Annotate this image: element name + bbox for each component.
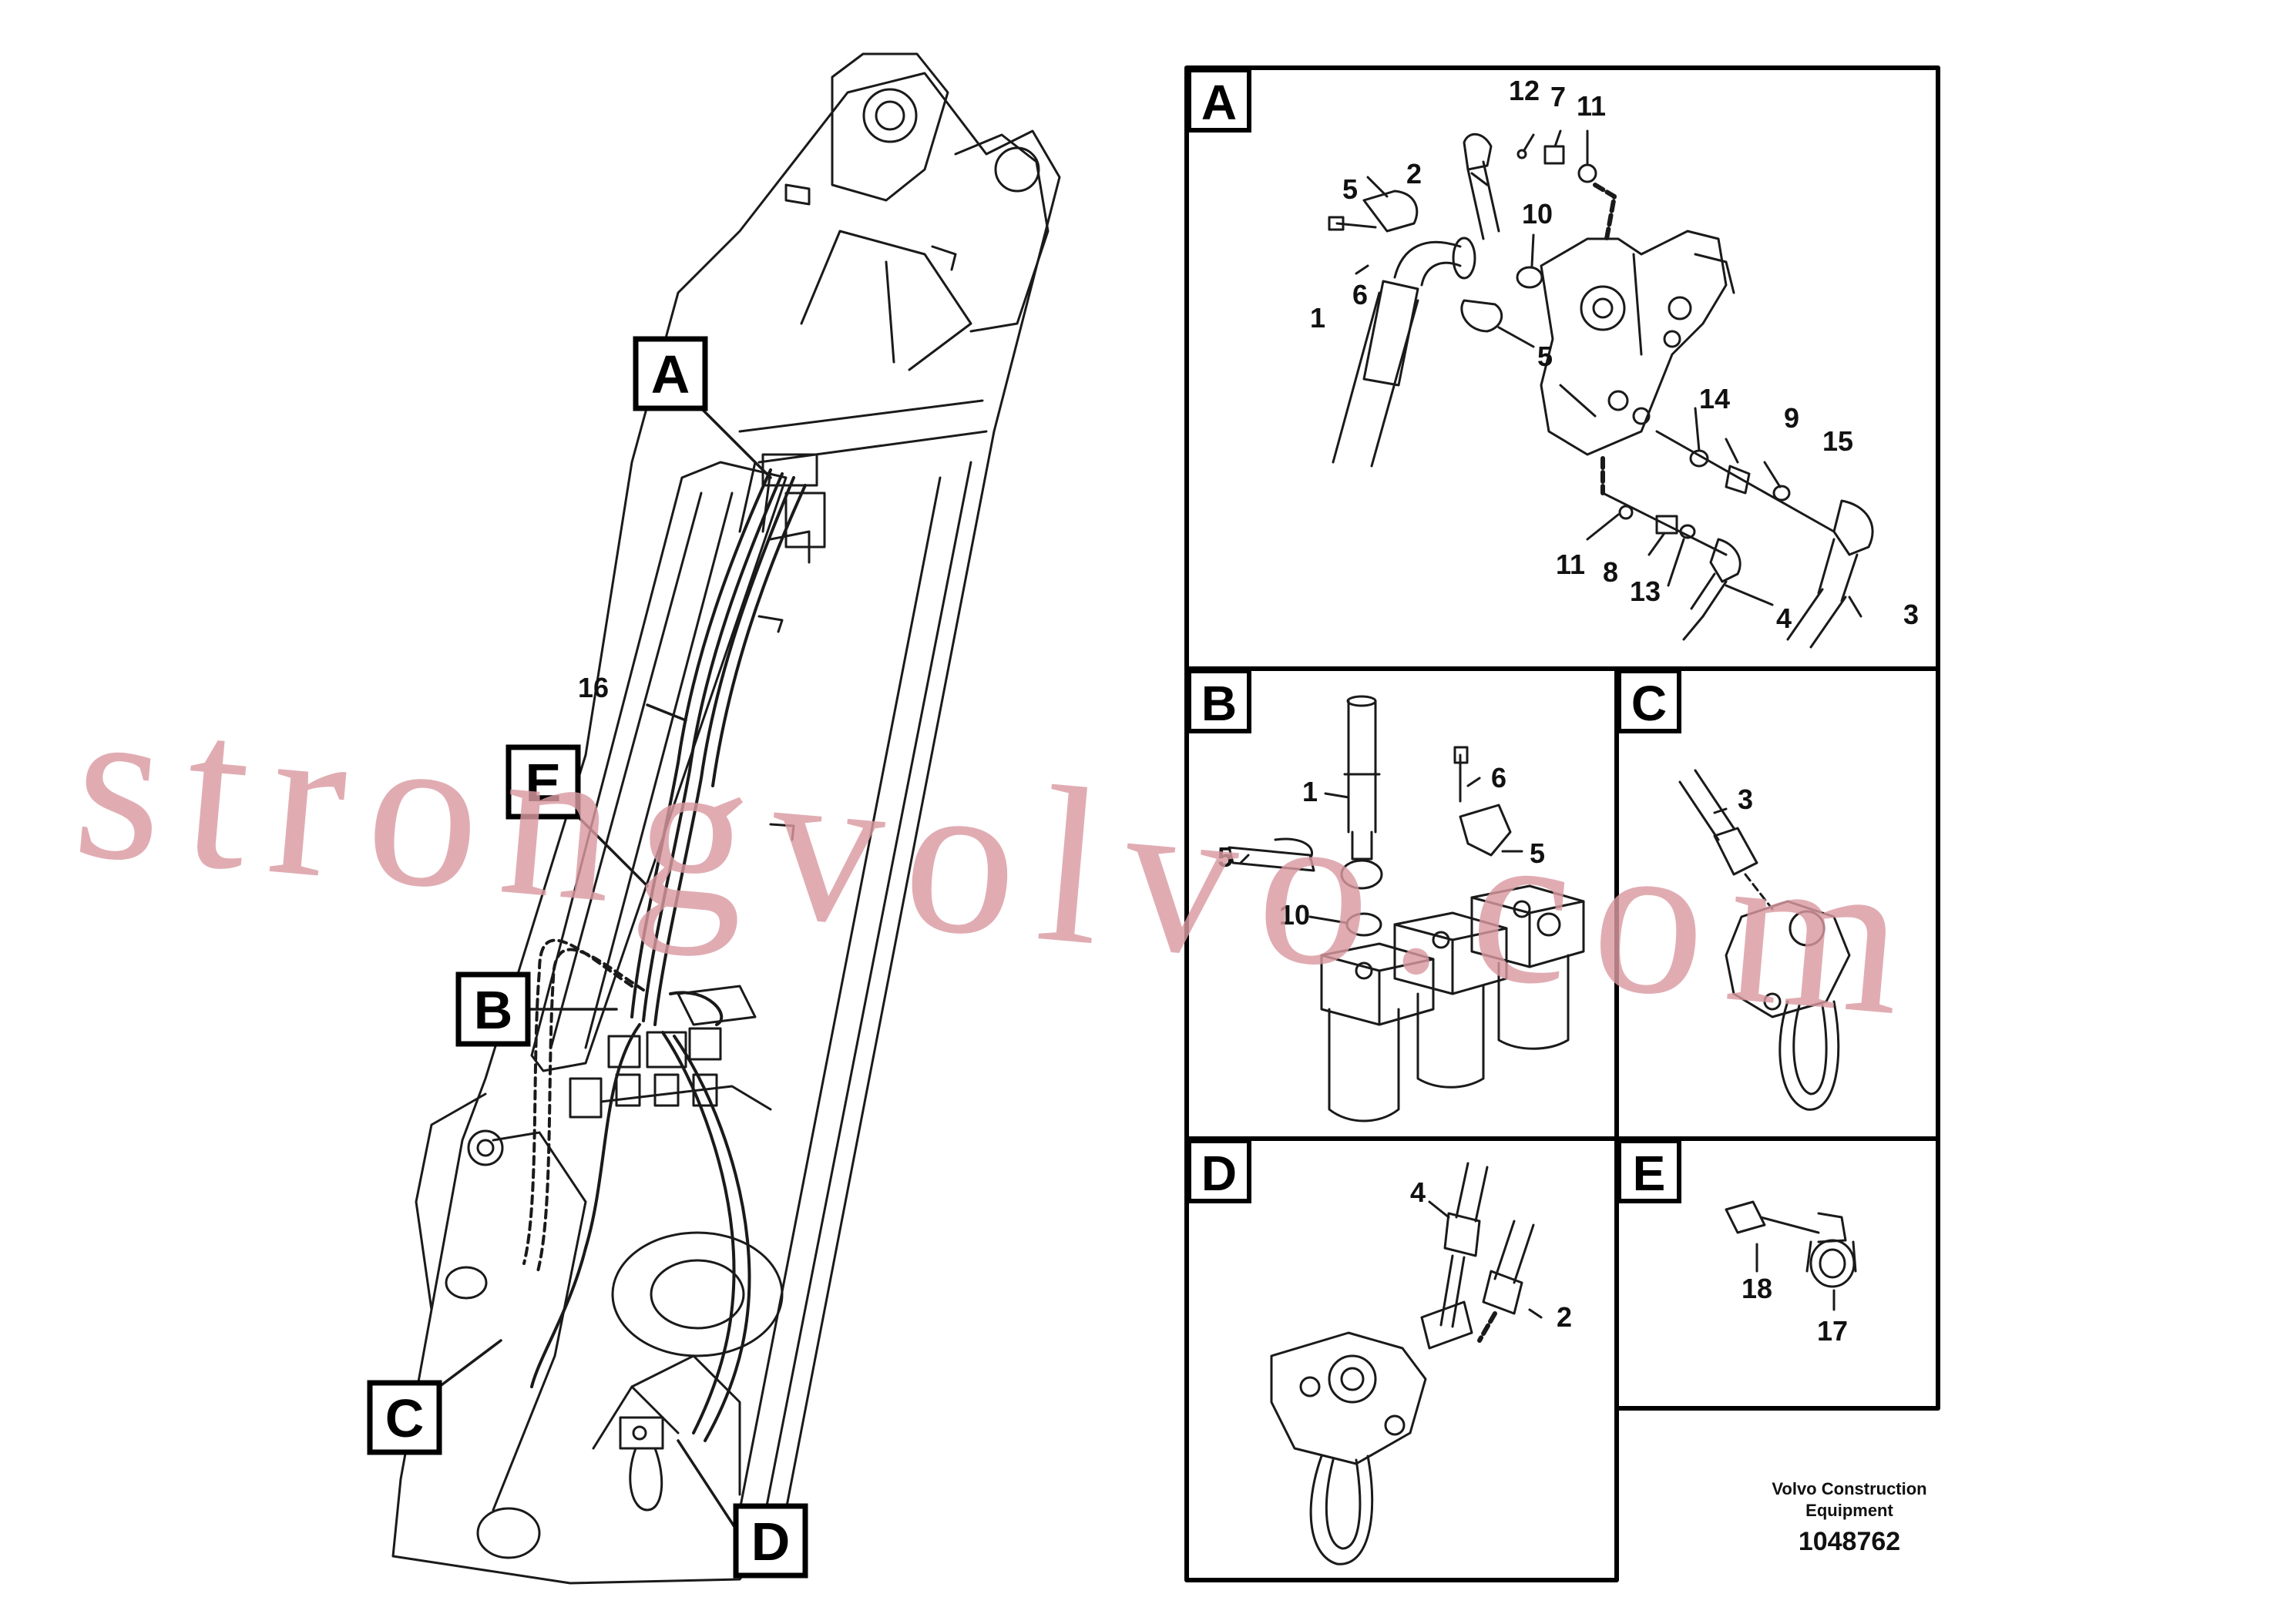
- company-line-1: Volvo Construction: [1772, 1479, 1926, 1498]
- part-label-b5b: 5: [1530, 837, 1545, 869]
- part-label-14: 14: [1699, 383, 1730, 414]
- part-label-11: 11: [1577, 90, 1606, 122]
- panel-b-title: B: [1187, 669, 1251, 733]
- part-label-b10: 10: [1279, 899, 1310, 931]
- part-label-c3: 3: [1738, 783, 1753, 815]
- panel-a-letter: A: [1201, 75, 1237, 130]
- panel-e-labels: 18 17: [1741, 1273, 1848, 1347]
- callout-a: A: [633, 336, 708, 411]
- panel-e-letter: E: [1633, 1146, 1666, 1201]
- footer-block: Volvo Construction Equipment 1048762: [1772, 1479, 1926, 1556]
- part-label-3: 3: [1903, 599, 1919, 630]
- part-label-11b: 11: [1556, 549, 1585, 580]
- part-label-10: 10: [1522, 198, 1553, 230]
- panel-e-title: E: [1617, 1139, 1681, 1203]
- callout-e: E: [505, 744, 581, 820]
- company-line-2: Equipment: [1805, 1501, 1893, 1520]
- part-label-e17: 17: [1817, 1315, 1848, 1347]
- part-label-12: 12: [1509, 75, 1540, 106]
- part-label-13: 13: [1630, 575, 1661, 607]
- panel-titles: A B C D E: [1187, 68, 1681, 1203]
- valve-cluster: [569, 985, 757, 1119]
- part-label-7: 7: [1550, 81, 1566, 112]
- panel-frames: [1184, 65, 1940, 1582]
- hose-16-label: 16: [578, 672, 609, 703]
- part-label-6: 6: [1352, 279, 1368, 310]
- part-label-9: 9: [1784, 402, 1799, 434]
- panel-c-labels: 3: [1738, 783, 1753, 815]
- panel-b-drawing: [1228, 695, 1585, 1122]
- boom-arm-drawing: [391, 52, 1061, 1585]
- part-label-1: 1: [1310, 302, 1325, 334]
- panel-b-labels: 1 6 5 5 10: [1218, 762, 1545, 931]
- hose-routing: [522, 468, 807, 1442]
- panel-c-drawing: [1678, 769, 1851, 1111]
- panel-e-drawing: [1725, 1200, 1857, 1311]
- part-label-2: 2: [1406, 158, 1422, 190]
- drawing-number: 1048762: [1799, 1527, 1900, 1556]
- part-label-15: 15: [1822, 425, 1853, 457]
- part-label-d4: 4: [1410, 1176, 1426, 1208]
- part-label-d2: 2: [1557, 1301, 1572, 1333]
- callout-b: B: [455, 971, 531, 1047]
- part-label-b6: 6: [1491, 762, 1506, 794]
- part-label-b5a: 5: [1218, 841, 1233, 873]
- panel-c-title: C: [1617, 669, 1681, 733]
- callout-d-label: D: [751, 1512, 791, 1572]
- part-label-5b: 5: [1537, 341, 1553, 372]
- callout-e-label: E: [526, 753, 562, 813]
- panel-d-letter: D: [1201, 1146, 1237, 1201]
- callout-c-label: C: [385, 1388, 425, 1448]
- part-label-5: 5: [1342, 173, 1358, 205]
- callout-a-label: A: [651, 344, 690, 404]
- part-label-b1: 1: [1302, 776, 1318, 807]
- panel-d-title: D: [1187, 1139, 1251, 1203]
- swivel-fitting-overview: [619, 1416, 664, 1512]
- callout-b-label: B: [474, 980, 513, 1040]
- part-label-e18: 18: [1741, 1273, 1772, 1304]
- panel-b-letter: B: [1201, 676, 1237, 731]
- part-label-8: 8: [1603, 556, 1618, 588]
- panel-a-labels: 12 7 11 2 5 10 6 1 5 14 9 15 11 8 13 4 3: [1310, 75, 1919, 634]
- callout-leaders: [438, 399, 772, 1542]
- overview-callouts: A E B C D 16: [367, 336, 808, 1579]
- callout-c: C: [367, 1380, 442, 1455]
- panel-c-letter: C: [1631, 676, 1667, 731]
- panel-a-title: A: [1187, 68, 1251, 133]
- panel-d-drawing: [1270, 1162, 1543, 1565]
- callout-d: D: [733, 1503, 808, 1579]
- panel-d-labels: 4 2: [1410, 1176, 1572, 1333]
- part-label-4: 4: [1776, 602, 1792, 634]
- panel-a-drawing: [1328, 129, 1874, 649]
